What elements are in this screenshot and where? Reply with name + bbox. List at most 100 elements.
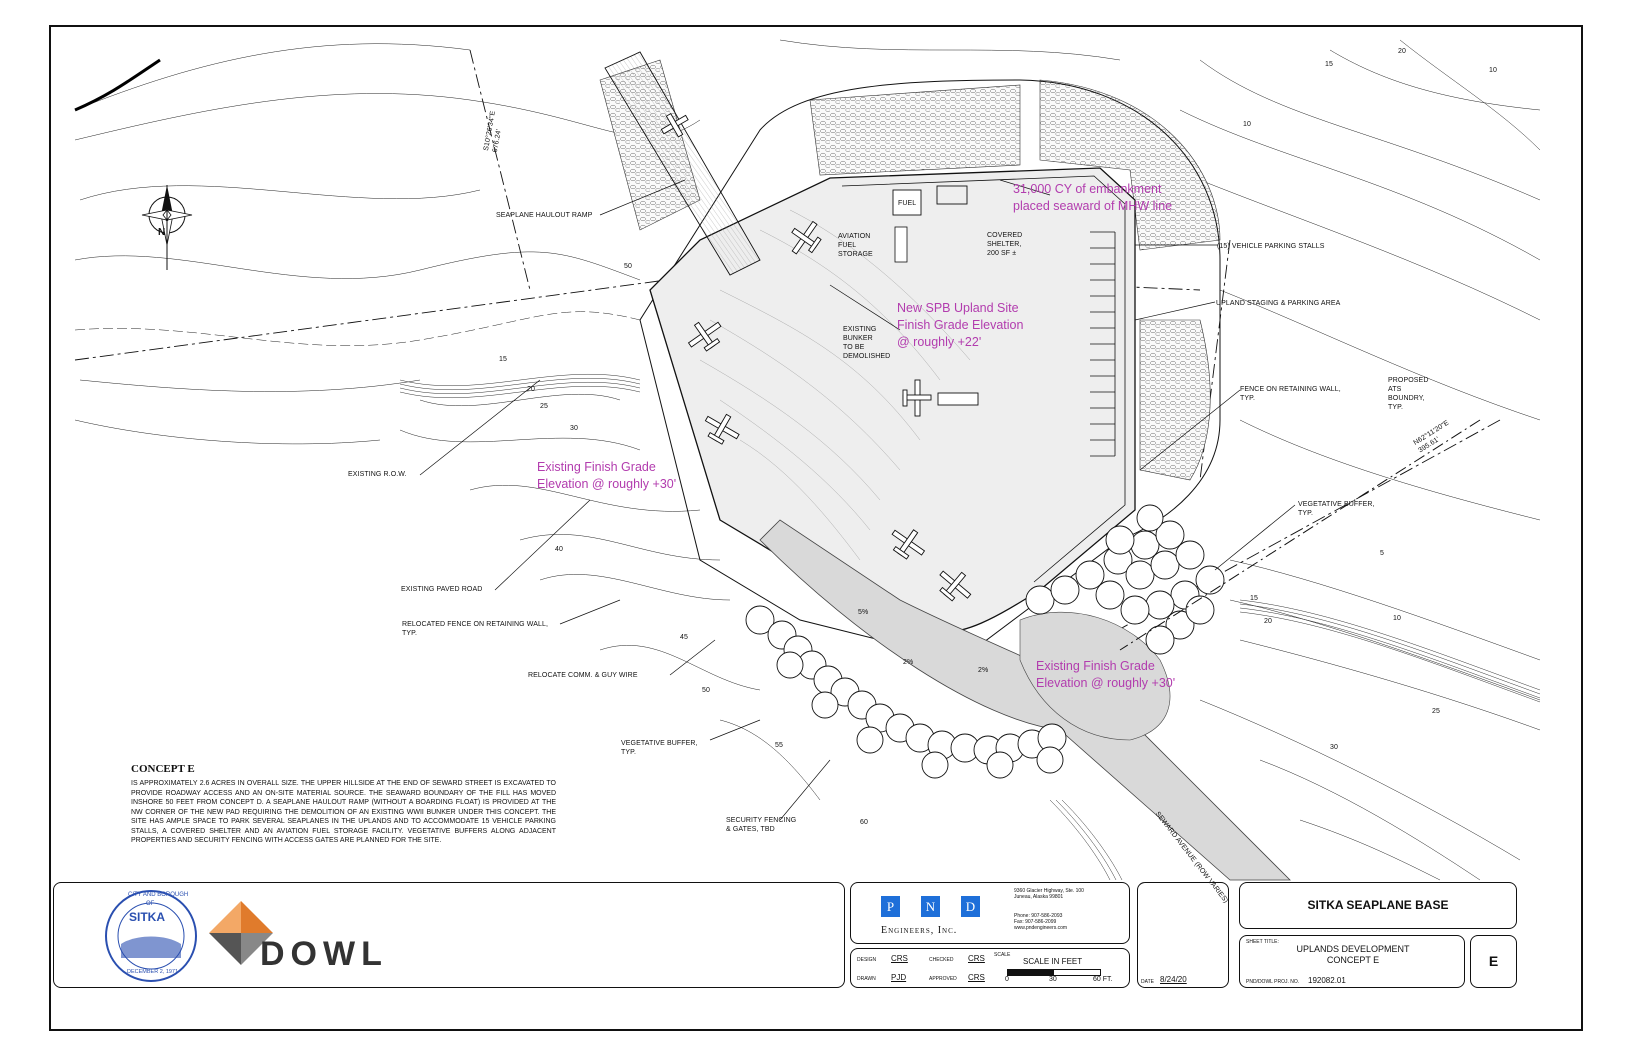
- contour-label: 15: [1250, 595, 1258, 602]
- seaplanes: [660, 112, 979, 602]
- contour-label: 45: [680, 634, 688, 641]
- label-relocated-fence: RELOCATED FENCE ON RETAINING WALL, TYP.: [402, 621, 549, 637]
- project-title: SITKA SEAPLANE BASE: [1307, 898, 1449, 912]
- note-new-site: New SPB Upland Site Finish Grade Elevati…: [897, 301, 1024, 349]
- rock-armor-north: [809, 84, 1021, 176]
- scale-tick-60: 60 FT.: [1093, 976, 1113, 983]
- contour-label: 50: [702, 687, 710, 694]
- drawing-border: [49, 25, 1583, 1031]
- label-haulout-ramp: SEAPLANE HAULOUT RAMP: [496, 212, 593, 219]
- design-label: DESIGN: [857, 957, 877, 963]
- concept-title: CONCEPT E: [131, 763, 195, 775]
- contour-label: 2%: [978, 667, 989, 674]
- contour-label: 10: [1393, 615, 1401, 622]
- contour-label: 30: [570, 425, 578, 432]
- scale-label: SCALE: [994, 952, 1011, 958]
- approved-value: CRS: [968, 973, 985, 982]
- drawn-value: PJD: [891, 973, 907, 982]
- checked-label: CHECKED: [929, 957, 954, 963]
- checked-value: CRS: [968, 954, 985, 963]
- concept-description: IS APPROXIMATELY 2.6 ACRES IN OVERALL SI…: [131, 780, 556, 844]
- label-vegetative-buffer-right: VEGETATIVE BUFFER, TYP.: [1298, 501, 1375, 517]
- note-embankment: 31,000 CY of embankment placed seaward o…: [1013, 182, 1173, 213]
- scale-bar: [1007, 969, 1101, 976]
- haulout-ramp: [604, 51, 761, 276]
- contour-label: 2%: [903, 659, 914, 666]
- turnaround: [1019, 611, 1171, 741]
- label-vegetative-buffer-left: VEGETATIVE BUFFER, TYP.: [621, 740, 698, 756]
- note-existing-left: Existing Finish Grade Elevation @ roughl…: [537, 460, 677, 491]
- covered-shelter: [936, 185, 968, 205]
- sheet-title-label: SHEET TITLE:: [1246, 939, 1279, 945]
- seal-top-text: CITY AND BOROUGH: [128, 892, 189, 898]
- seal-name: SITKA: [129, 910, 165, 924]
- date-panel: DATE 8/24/20: [1137, 882, 1229, 988]
- scale-tick-0: 0: [1005, 976, 1009, 983]
- sheet-title-panel: SHEET TITLE: UPLANDS DEVELOPMENT CONCEPT…: [1239, 935, 1465, 988]
- fence-line: [841, 175, 1126, 583]
- pnd-address: 9360 Glacier Highway, Ste. 100 Juneau, A…: [1014, 888, 1084, 900]
- pnd-letter-n: N: [921, 896, 940, 917]
- contour-label: 5%: [858, 609, 869, 616]
- date-label: DATE: [1141, 979, 1154, 985]
- dowl-wordmark: DOWL: [260, 935, 388, 973]
- access-road: [759, 519, 1291, 881]
- rock-armor-east: [1139, 319, 1211, 481]
- scale-tick-30: 30: [1049, 976, 1057, 983]
- logo-panel: CITY AND BOROUGH OF SITKA DECEMBER 2, 19…: [53, 882, 845, 988]
- label-proposed-ats: PROPOSED ATS BOUNDRY, TYP.: [1388, 377, 1429, 411]
- project-no: 192082.01: [1308, 976, 1346, 985]
- contour-label: 50: [624, 263, 632, 270]
- label-relocate-comm: RELOCATE COMM. & GUY WIRE: [528, 672, 638, 679]
- label-vehicle-parking: (15) VEHICLE PARKING STALLS: [1217, 243, 1325, 250]
- seal-bottom-text: DECEMBER 2, 1971: [127, 969, 179, 975]
- contour-label: 25: [1432, 708, 1440, 715]
- sheet-letter: E: [1488, 953, 1499, 969]
- pnd-letter-d: D: [961, 896, 980, 917]
- pnd-letter-p: P: [881, 896, 900, 917]
- vegetative-buffer-trees: [745, 504, 1225, 779]
- pnd-engineers: Engineers, Inc.: [881, 925, 958, 936]
- note-existing-right: Existing Finish Grade Elevation @ roughl…: [1036, 659, 1176, 690]
- contour-label: 25: [540, 403, 548, 410]
- project-panel: SITKA SEAPLANE BASE: [1239, 882, 1517, 929]
- dowl-logo-icon: [209, 901, 273, 965]
- label-upland-staging: UPLAND STAGING & PARKING AREA: [1216, 300, 1341, 307]
- contour-label: 10: [1489, 67, 1497, 74]
- contour-label: 15: [1325, 61, 1333, 68]
- contour-label: 40: [555, 546, 563, 553]
- label-existing-paved-road: EXISTING PAVED ROAD: [401, 586, 483, 593]
- seal-of: OF: [146, 901, 155, 907]
- contour-label: 20: [1264, 618, 1272, 625]
- pnd-panel: P N D Engineers, Inc. 9360 Glacier Highw…: [850, 882, 1130, 944]
- pnd-contact: Phone: 907-586-2093 Fax: 907-586-2099 ww…: [1014, 913, 1068, 931]
- contour-label: 15: [499, 356, 507, 363]
- sheet-letter-panel: E: [1470, 935, 1517, 988]
- label-security-fencing: SECURITY FENCING & GATES, TBD: [726, 817, 797, 833]
- project-no-label: PND/DOWL PROJ. NO.: [1246, 979, 1300, 985]
- approved-label: APPROVED: [929, 976, 957, 982]
- label-existing-bunker: EXISTING BUNKER TO BE DEMOLISHED: [843, 326, 891, 360]
- contour-label: 30: [1330, 744, 1338, 751]
- north-arrow-icon: [141, 185, 193, 270]
- sitka-seal-icon: [105, 890, 197, 982]
- contour-label: 60: [860, 819, 868, 826]
- label-existing-row: EXISTING R.O.W.: [348, 471, 407, 478]
- rock-armor-northeast: [1039, 79, 1221, 251]
- north-arrow-label: N: [158, 227, 166, 238]
- contour-label: 20: [1398, 48, 1406, 55]
- contour-label: 10: [1243, 121, 1251, 128]
- drawn-label: DRAWN: [857, 976, 876, 982]
- contour-label: 20: [527, 386, 535, 393]
- contour-label: 5: [1380, 550, 1384, 557]
- contour-label: 55: [775, 742, 783, 749]
- label-aviation-fuel: AVIATION FUEL STORAGE: [838, 233, 873, 258]
- label-fuel: FUEL: [898, 200, 917, 207]
- label-fence-retaining: FENCE ON RETAINING WALL, TYP.: [1240, 386, 1341, 402]
- fuel-truck: [894, 226, 908, 263]
- truck-trailer: [937, 392, 979, 406]
- fuel-tank: [892, 189, 922, 216]
- label-covered-shelter: COVERED SHELTER, 200 SF ±: [987, 232, 1023, 257]
- design-panel: DESIGN CRS CHECKED CRS DRAWN PJD APPROVE…: [850, 948, 1130, 988]
